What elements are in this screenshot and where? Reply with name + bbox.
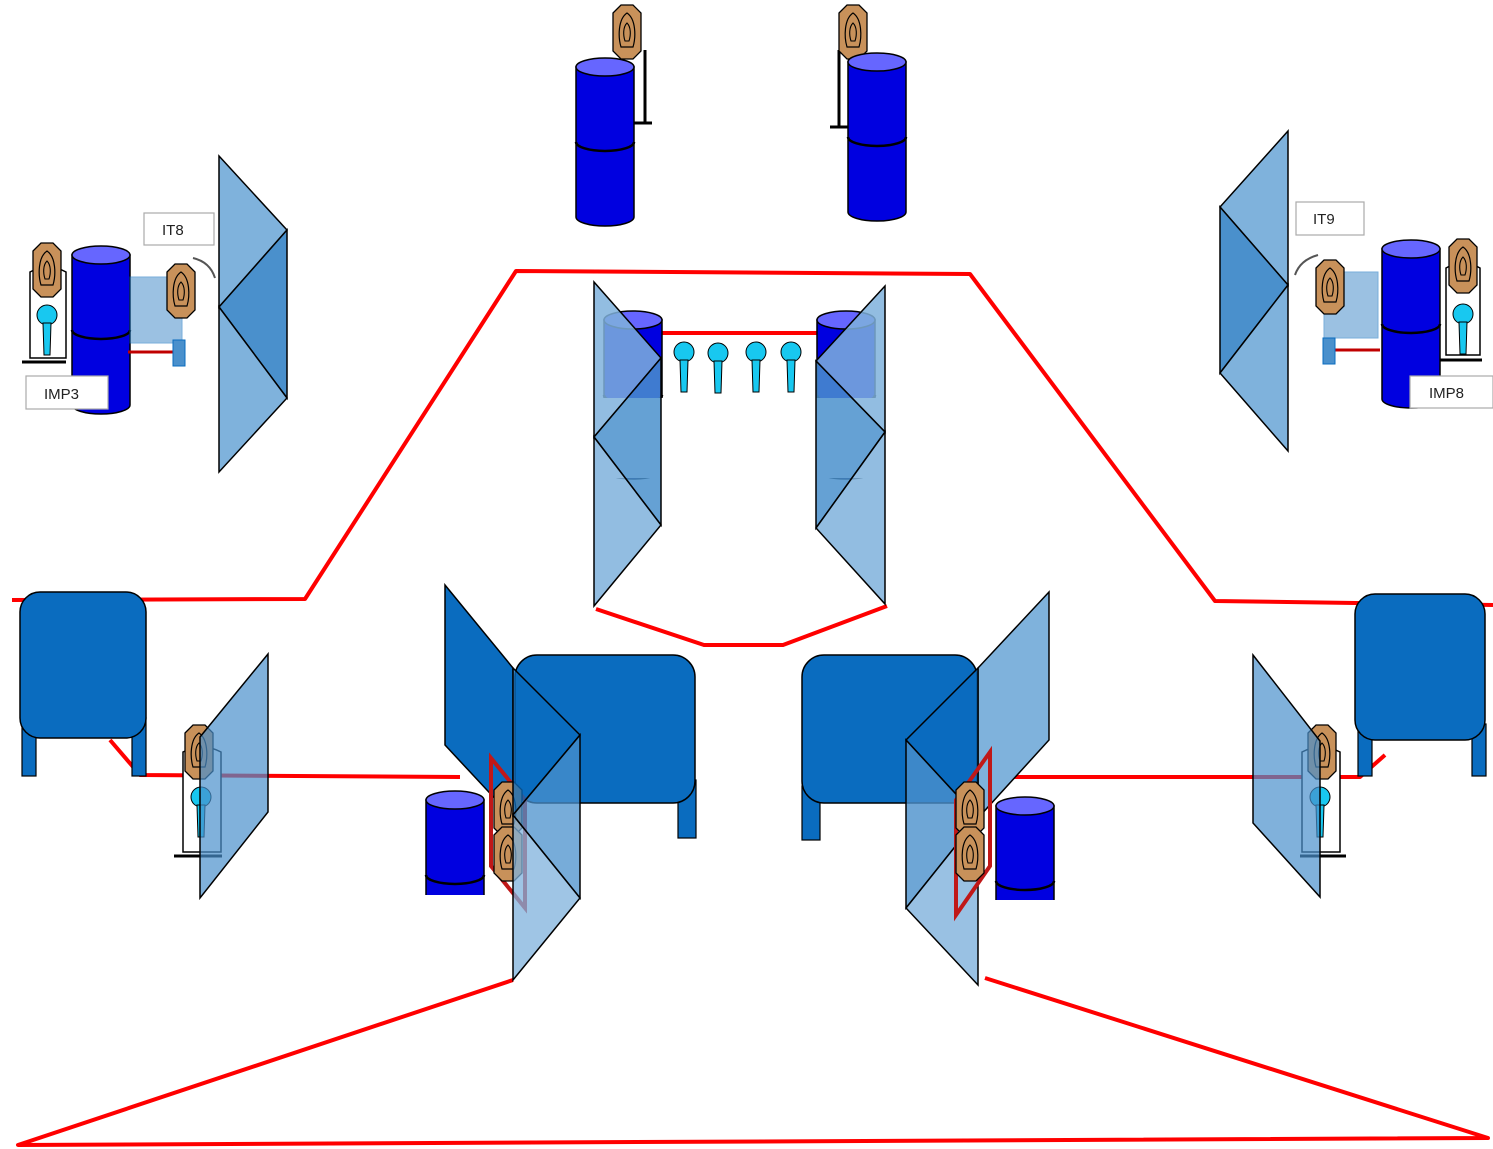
front-right-cluster bbox=[801, 590, 1062, 987]
target-icon bbox=[955, 826, 985, 882]
label-box bbox=[143, 212, 215, 246]
target-icon bbox=[1448, 238, 1478, 294]
left-wall-unit bbox=[19, 591, 269, 901]
top-left-barrel-stack bbox=[574, 4, 652, 228]
wall-icon bbox=[1354, 593, 1486, 741]
swing-arrow-icon bbox=[192, 257, 216, 279]
glass-panel-icon bbox=[593, 280, 662, 609]
glass-panel-icon bbox=[218, 154, 289, 474]
top-right-barrel-stack bbox=[830, 4, 908, 223]
glass-panel-icon bbox=[904, 666, 979, 987]
stage-boundary bbox=[11, 269, 1493, 1147]
upper-right-station: IT9 IMP8 bbox=[1218, 129, 1493, 454]
target-icon bbox=[612, 4, 642, 60]
right-wall-unit bbox=[1252, 593, 1487, 899]
no-shoot-target-icon bbox=[780, 341, 802, 393]
label-box bbox=[25, 375, 109, 410]
wall-icon bbox=[19, 591, 147, 739]
glass-panel-icon bbox=[814, 284, 886, 606]
front-left-cluster bbox=[420, 582, 697, 983]
glass-panel-icon bbox=[1252, 652, 1321, 899]
barrel-icon bbox=[846, 51, 908, 223]
imp3-label: IMP3 bbox=[44, 386, 79, 403]
no-shoot-target-icon bbox=[745, 341, 767, 393]
barrel-icon bbox=[574, 56, 636, 228]
it9-label: IT9 bbox=[1313, 211, 1335, 228]
target-icon bbox=[838, 4, 868, 60]
red-frame-targets bbox=[954, 745, 992, 922]
glass-panel-icon bbox=[512, 666, 582, 983]
label-box bbox=[1409, 375, 1493, 409]
glass-panel-icon bbox=[1218, 129, 1289, 454]
it8-label: IT8 bbox=[162, 222, 184, 239]
no-shoot-target-icon bbox=[673, 341, 695, 393]
upper-left-station: IT8 IMP3 bbox=[22, 154, 289, 474]
swinging-target-icon bbox=[1315, 259, 1380, 365]
target-icon bbox=[32, 242, 62, 298]
no-shoot-target-icon bbox=[707, 342, 729, 394]
imp8-label: IMP8 bbox=[1429, 385, 1464, 402]
swing-arrow-icon bbox=[1294, 254, 1319, 276]
swinging-target-icon bbox=[128, 263, 196, 367]
label-box bbox=[1295, 201, 1365, 236]
center-back-area bbox=[593, 280, 886, 609]
target-stand bbox=[830, 50, 848, 129]
glass-panel-icon bbox=[199, 651, 269, 901]
